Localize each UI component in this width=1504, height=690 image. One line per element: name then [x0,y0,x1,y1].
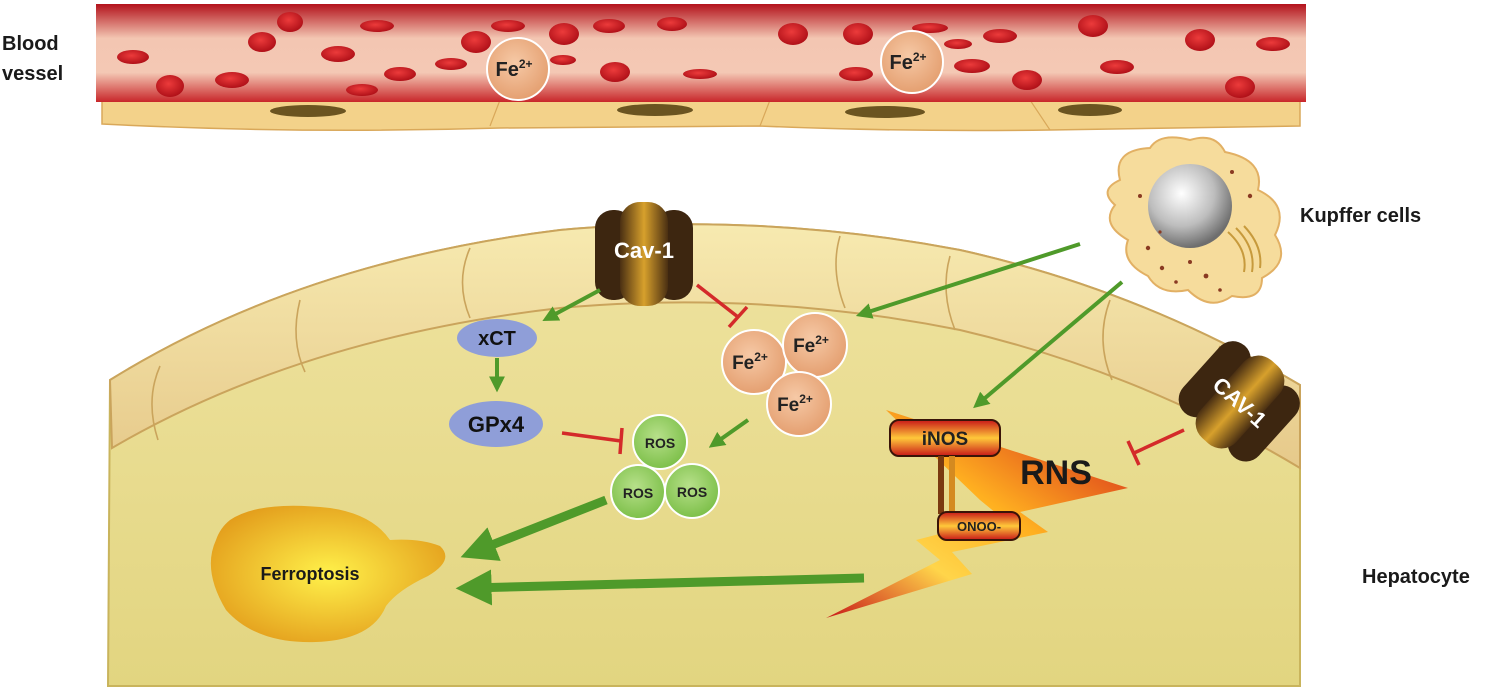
rns-label: RNS [1020,454,1092,492]
arrow-kupffer-to-fe [855,242,1081,319]
xct-node: xCT [457,319,537,357]
blood-vessel: Fe2+ Fe2+ [96,4,1306,132]
svg-text:ROS: ROS [677,484,707,500]
inos-onoo-link [938,456,955,514]
ferroptosis-label: Ferroptosis [260,564,359,584]
ferroptosis-node: Ferroptosis [210,505,446,643]
cav1-label-top: Cav-1 [614,238,674,263]
ros-molecule: ROS [610,464,666,520]
kupffer-cell [1106,136,1283,304]
iron-cluster: Fe2+ Fe2+ Fe2+ [721,312,848,437]
ros-molecule: ROS [664,463,720,519]
inos-label: iNOS [922,429,968,450]
arrow-cav1-to-xct [542,288,601,322]
endothelial-nucleus [845,106,925,118]
inhibit-gpx4-to-ros [561,427,624,455]
arrow-kupffer-to-inos [973,280,1124,409]
blood-vessel-label-line2: vessel [2,63,63,85]
inos-node: iNOS [889,419,1001,457]
inhibition-lines [561,283,1185,466]
hepatocyte-label: Hepatocyte [1362,566,1470,588]
xct-label: xCT [478,328,516,350]
svg-text:ROS: ROS [645,435,675,451]
golgi-apparatus [1227,225,1262,273]
ferroptosis-blob [210,505,446,643]
kupffer-cells-label: Kupffer cells [1300,205,1421,227]
inhibit-cav1-to-fe [695,283,749,329]
kupffer-nucleus [1148,164,1232,248]
iron-symbol: Fe [495,59,518,81]
iron-charge: 2+ [913,50,927,64]
kupffer-granules [1138,170,1253,292]
gpx4-node: GPx4 [449,401,543,447]
red-blood-cells [117,12,1290,98]
iron-ion: Fe2+ [766,371,832,437]
arrow-fe-to-ros [708,418,750,448]
svg-text:Fe2+: Fe2+ [889,50,926,74]
endothelial-nucleus [1058,104,1122,116]
ros-cluster: ROS ROS ROS [610,414,720,520]
gpx4-label: GPx4 [468,412,525,437]
inhibit-cav1-to-rns [1126,428,1185,466]
onoo-label: ONOO- [957,519,1001,534]
iron-charge: 2+ [519,57,533,71]
onoo-node: ONOO- [937,511,1021,541]
vessel-lumen [96,4,1306,102]
iron-symbol: Fe [889,52,912,74]
iron-ion: Fe2+ [721,329,787,395]
svg-text:ROS: ROS [623,485,653,501]
blood-iron-1: Fe2+ [486,37,550,101]
svg-text:Fe2+: Fe2+ [732,350,768,374]
cav1-channel-top: Cav-1 [595,202,693,306]
iron-ion: Fe2+ [782,312,848,378]
endothelial-nucleus [617,104,693,116]
svg-text:Fe2+: Fe2+ [495,57,532,81]
arrow-rns-to-ferroptosis [455,569,865,606]
blood-iron-2: Fe2+ [880,30,944,94]
arrow-ros-to-ferroptosis [460,495,608,561]
cav1-channel-right: CAV-1 [1178,341,1300,462]
blood-vessel-label-line1: Blood [2,33,59,55]
endothelial-nucleus [270,105,346,117]
endothelium [101,99,1301,132]
svg-text:Fe2+: Fe2+ [777,392,813,416]
activation-arrows [455,242,1124,606]
ros-molecule: ROS [632,414,688,470]
svg-text:Fe2+: Fe2+ [793,333,829,357]
